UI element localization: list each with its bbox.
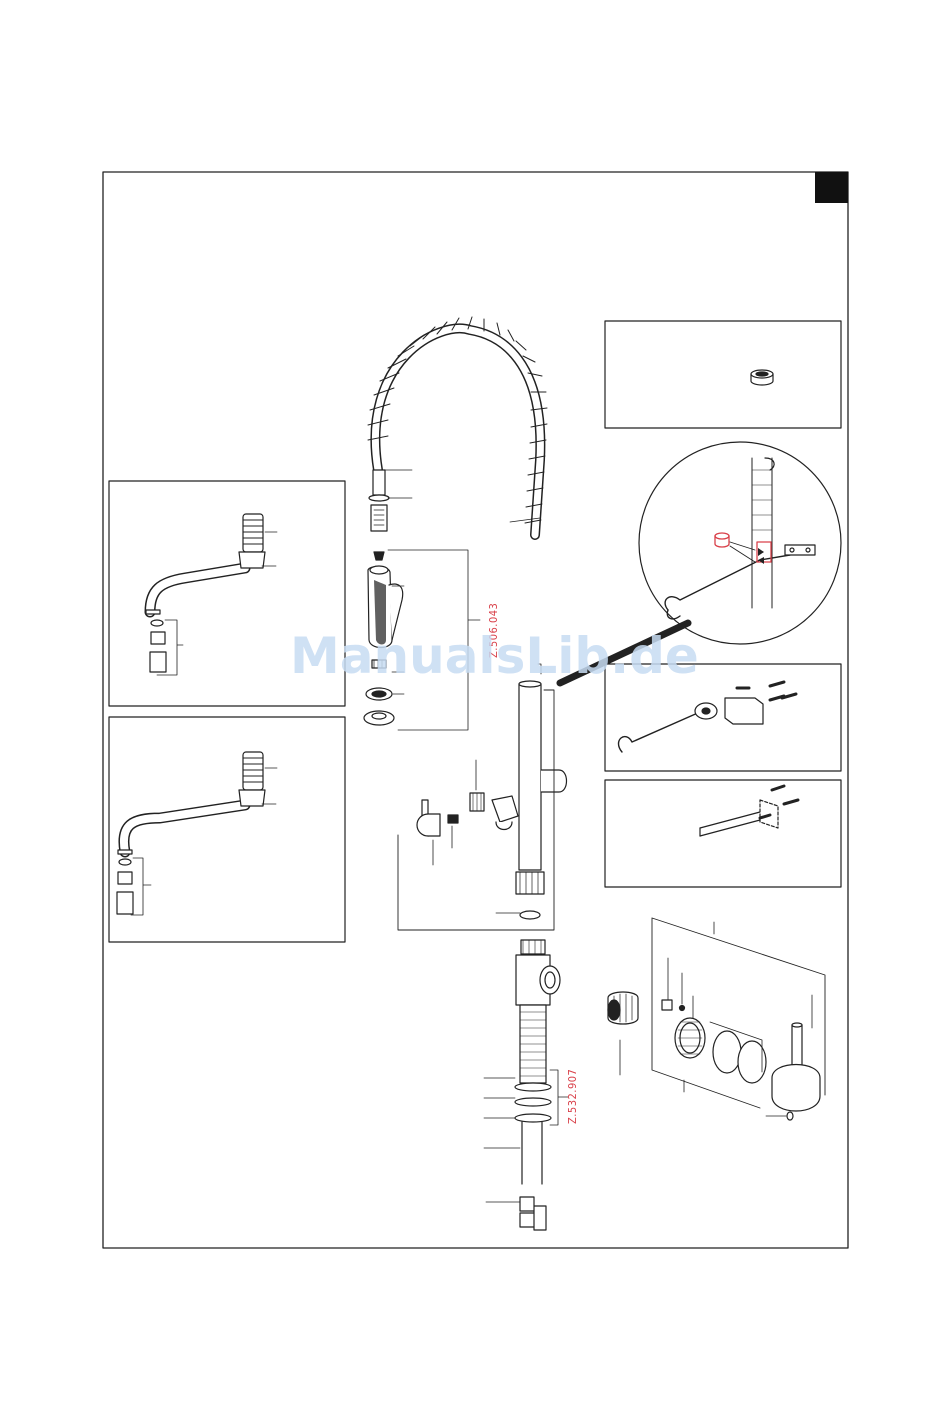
corner-block	[815, 172, 848, 203]
lever-handle-icon	[417, 800, 440, 836]
spout-box-2	[109, 717, 345, 942]
spout-icon	[117, 752, 277, 915]
aerator-box	[605, 321, 841, 428]
bracket-box	[605, 780, 841, 887]
mounting-set-code: Z.532.907	[566, 1069, 579, 1124]
wall-bracket-icon	[700, 786, 798, 836]
watermark: ManualsLib.de	[290, 627, 699, 685]
cartridge-icon	[433, 760, 518, 865]
base-body	[484, 940, 568, 1230]
riser-tube	[496, 664, 567, 919]
handle-explosion	[608, 918, 825, 1120]
aerator-icon	[751, 370, 773, 385]
spring-hose-icon	[368, 317, 547, 535]
hook-icon	[619, 682, 797, 752]
spout-icon	[146, 514, 277, 675]
